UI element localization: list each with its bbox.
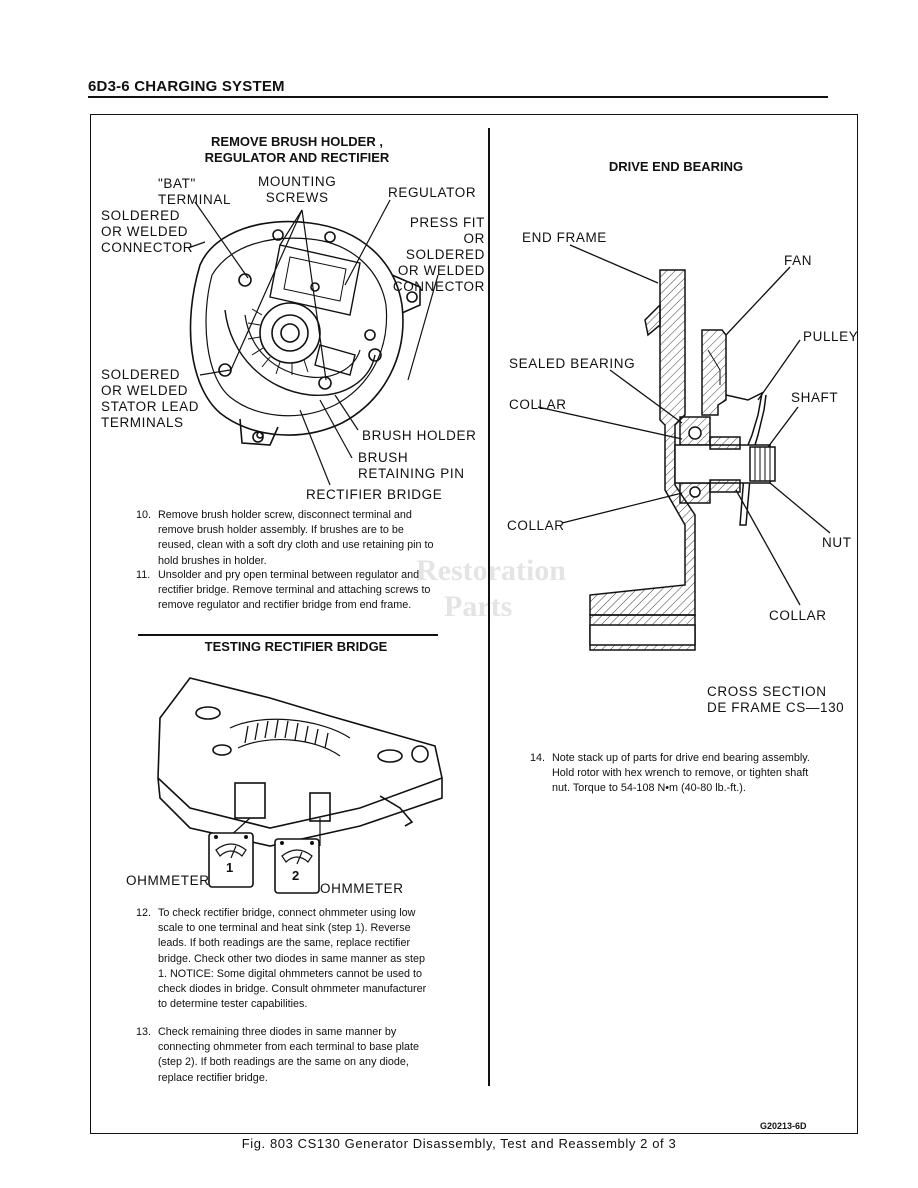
cross-section-caption: CROSS SECTION DE FRAME CS—130: [707, 684, 845, 715]
collar-label-3: COLLAR: [769, 608, 827, 623]
step-text: Note stack up of parts for drive end bea…: [552, 752, 810, 795]
generator-end-frame-illustration: [189, 220, 421, 446]
drive-end-bearing-title: DRIVE END BEARING: [608, 159, 744, 174]
leader-lines-brush: [187, 199, 439, 486]
nut-label: NUT: [822, 535, 852, 550]
meter-2-number: 2: [292, 868, 300, 883]
ohmmeter-1-label: OHMMETER: [126, 873, 210, 888]
step-text: Remove brush holder screw, disconnect te…: [158, 509, 434, 567]
collar-label-2: COLLAR: [507, 518, 565, 533]
retaining-pin-label: BRUSH RETAINING PIN: [358, 450, 465, 481]
stator-lead-label: SOLDERED OR WELDED STATOR LEAD TERMINALS: [101, 367, 200, 430]
watermark: Restoration Parts: [352, 552, 598, 630]
page-header: 6D3-6 CHARGING SYSTEM: [88, 78, 285, 95]
press-fit-label: PRESS FIT OR SOLDERED OR WELDED CONNECTO…: [392, 215, 485, 294]
soldered-connector-label: SOLDERED OR WELDED CONNECTOR: [101, 208, 194, 255]
section-divider: [138, 634, 438, 636]
step-number: 10.: [136, 509, 152, 521]
regulator-label: REGULATOR: [388, 185, 477, 200]
step-11: 11. Unsolder and pry open terminal betwe…: [136, 568, 434, 614]
collar-label-1: COLLAR: [509, 397, 567, 412]
figure-code: G20213-6D: [760, 1121, 807, 1131]
step-14: 14. Note stack up of parts for drive end…: [530, 751, 826, 797]
testing-rectifier-title: TESTING RECTIFIER BRIDGE: [204, 639, 388, 654]
step-text: To check rectifier bridge, connect ohmme…: [158, 907, 427, 1011]
step-text: Check remaining three diodes in same man…: [158, 1026, 420, 1084]
ohmmeter-1-icon: [208, 832, 254, 888]
header-rule: [88, 96, 828, 98]
ohmmeter-2-icon: [274, 838, 320, 894]
bat-terminal-label: "BAT" TERMINAL: [158, 176, 232, 207]
watermark-line-1: Restoration: [416, 554, 566, 587]
pulley-label: PULLEY: [803, 329, 859, 344]
step-number: 14.: [530, 752, 546, 764]
step-number: 12.: [136, 907, 152, 919]
meter-1-number: 1: [226, 860, 234, 875]
mounting-screws-label: MOUNTING SCREWS: [258, 174, 337, 205]
brush-holder-title: REMOVE BRUSH HOLDER , REGULATOR AND RECT…: [204, 134, 390, 165]
rectifier-bridge-illustration: [157, 677, 443, 847]
drive-end-cross-section: [537, 244, 831, 651]
figure-caption: Fig. 803 CS130 Generator Disassembly, Te…: [241, 1136, 677, 1151]
step-10: 10. Remove brush holder screw, disconnec…: [136, 508, 434, 569]
sealed-bearing-label: SEALED BEARING: [509, 356, 636, 371]
watermark-line-2: Parts: [444, 590, 513, 623]
step-12: 12. To check rectifier bridge, connect o…: [136, 906, 434, 1012]
ohmmeter-2-label: OHMMETER: [320, 881, 404, 896]
shaft-label: SHAFT: [791, 390, 839, 405]
figure-frame: [90, 114, 858, 1134]
fan-label: FAN: [784, 253, 813, 268]
rectifier-bridge-label: RECTIFIER BRIDGE: [306, 487, 443, 502]
step-number: 13.: [136, 1026, 152, 1038]
step-text: Unsolder and pry open terminal between r…: [158, 569, 431, 612]
end-frame-label: END FRAME: [522, 230, 607, 245]
step-number: 11.: [136, 569, 151, 581]
column-divider: [488, 128, 490, 1086]
step-13: 13. Check remaining three diodes in same…: [136, 1025, 434, 1086]
brush-holder-label: BRUSH HOLDER: [362, 428, 477, 443]
